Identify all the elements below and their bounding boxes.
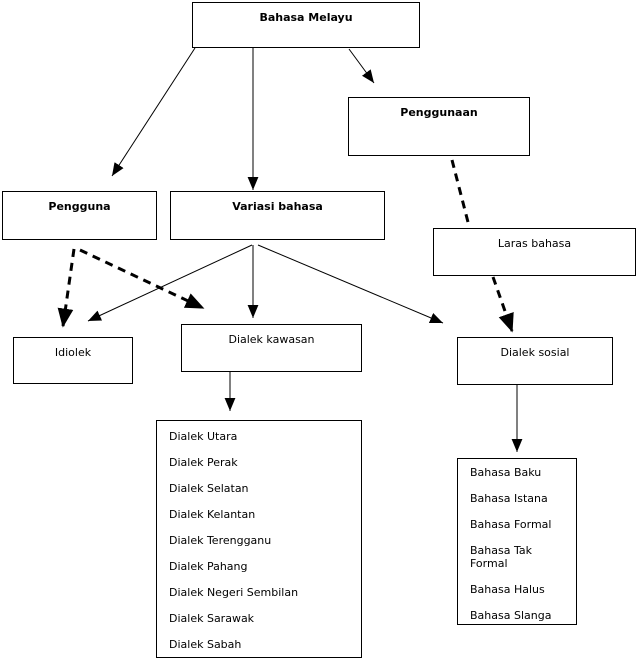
list-item: Dialek Kelantan (169, 508, 256, 521)
arrow-variasibahasa-to-dialeksosial (257, 244, 444, 324)
arrow-bahasamelayu-to-pengguna (111, 47, 196, 177)
list-item: Bahasa Slanga (470, 609, 552, 622)
node-laras-bahasa: Laras bahasa (433, 228, 636, 276)
node-label: Penggunaan (400, 106, 478, 119)
list-item: Dialek Sarawak (169, 612, 255, 625)
node-label: Variasi bahasa (232, 200, 323, 213)
node-penggunaan: Penggunaan (348, 97, 530, 156)
list-item: Dialek Selatan (169, 482, 249, 495)
list-item: Bahasa Baku (470, 466, 542, 479)
node-label: Dialek sosial (500, 346, 570, 359)
list-item: Dialek Terengganu (169, 534, 272, 547)
node-dialek-sosial: Dialek sosial (457, 337, 613, 385)
list-item: Dialek Utara (169, 430, 238, 443)
dialek-sosial-list: Bahasa Baku Bahasa Istana Bahasa Formal … (457, 458, 577, 625)
dashed-arrow-larasbahasa-to-dialeksosial (491, 276, 514, 333)
node-bahasa-melayu: Bahasa Melayu (192, 2, 420, 48)
node-pengguna: Pengguna (2, 191, 157, 240)
node-label: Idiolek (54, 346, 92, 359)
node-idiolek: Idiolek (13, 337, 133, 384)
node-label: Dialek kawasan (228, 333, 315, 346)
dashed-arrow-pengguna-to-idiolek (57, 248, 76, 328)
node-label: Laras bahasa (497, 237, 572, 250)
list-item: Dialek Pahang (169, 560, 248, 573)
list-item: Dialek Perak (169, 456, 238, 469)
arrow-bahasamelayu-to-penggunaan (348, 48, 375, 84)
dashed-arrow-pengguna-to-dialekkawasan (79, 248, 205, 310)
node-variasi-bahasa: Variasi bahasa (170, 191, 385, 240)
node-label: Bahasa Melayu (259, 11, 353, 24)
list-item: Bahasa Tak Formal (470, 544, 532, 570)
list-item: Bahasa Halus (470, 583, 545, 596)
list-item: Dialek Negeri Sembilan (169, 586, 299, 599)
dashed-penggunaan-to-larasbahasa (450, 159, 471, 227)
list-item: Bahasa Istana (470, 492, 548, 505)
list-item: Bahasa Formal (470, 518, 552, 531)
list-item: Dialek Sabah (169, 638, 242, 651)
node-label: Pengguna (48, 200, 111, 213)
dialek-kawasan-list: Dialek Utara Dialek Perak Dialek Selatan… (156, 420, 362, 658)
arrow-variasibahasa-to-idiolek (87, 244, 253, 322)
node-dialek-kawasan: Dialek kawasan (181, 324, 362, 372)
